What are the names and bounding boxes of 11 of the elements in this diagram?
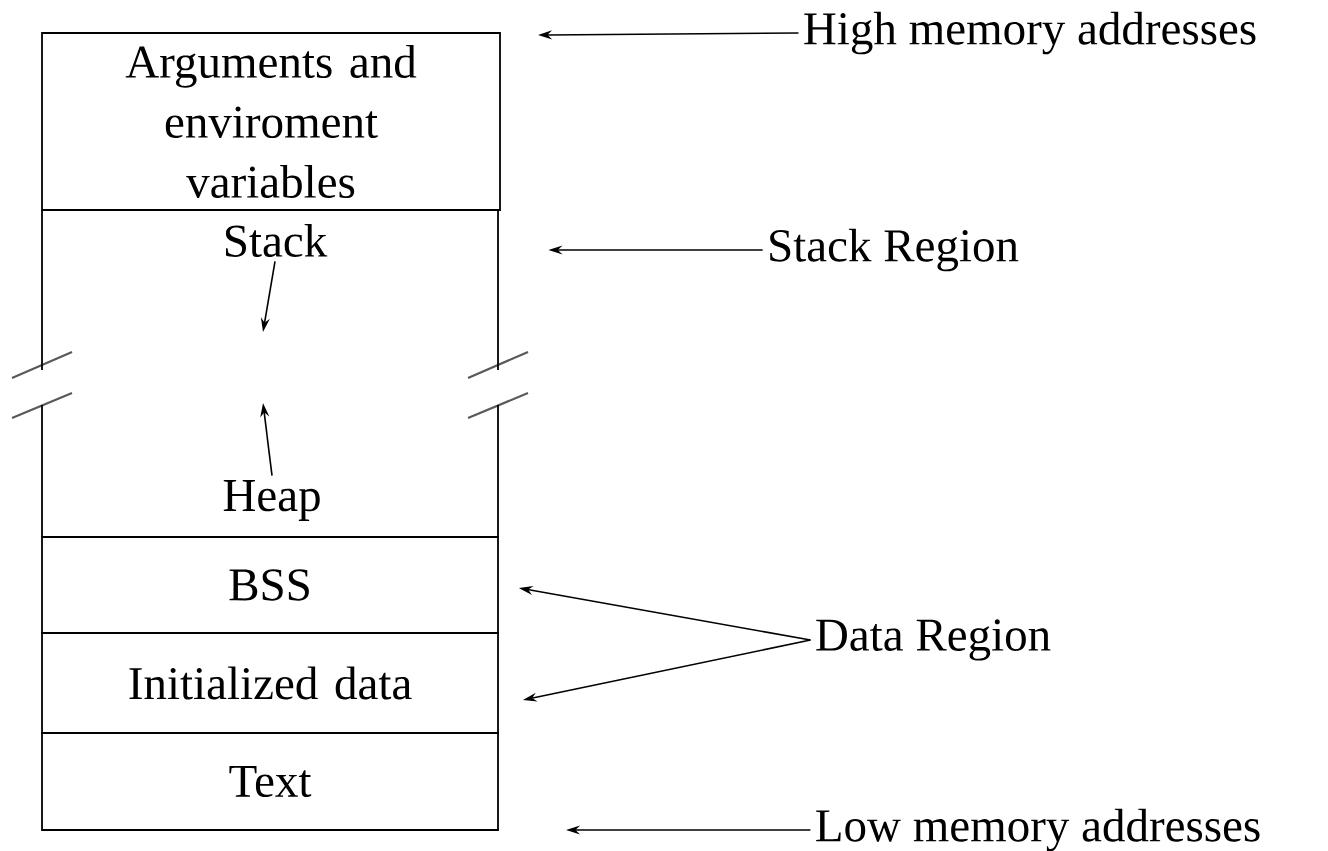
memory-segment-box: Arguments and enviroment variables [41, 32, 501, 211]
label-text: Stack Region [770, 228, 1019, 272]
label-text: Data Region [816, 619, 1051, 661]
memory-segment-box: Text [41, 732, 499, 831]
memory-region-box [41, 209, 499, 538]
label-text: Low memory addresses [816, 808, 1260, 851]
label-text: High memory addresses [804, 11, 1256, 55]
memory-segment-box: BSS [41, 536, 499, 634]
memory-segment-box: Initialized data [41, 632, 499, 734]
label-text: Stack [225, 224, 328, 258]
label-text: Heap [223, 480, 320, 521]
